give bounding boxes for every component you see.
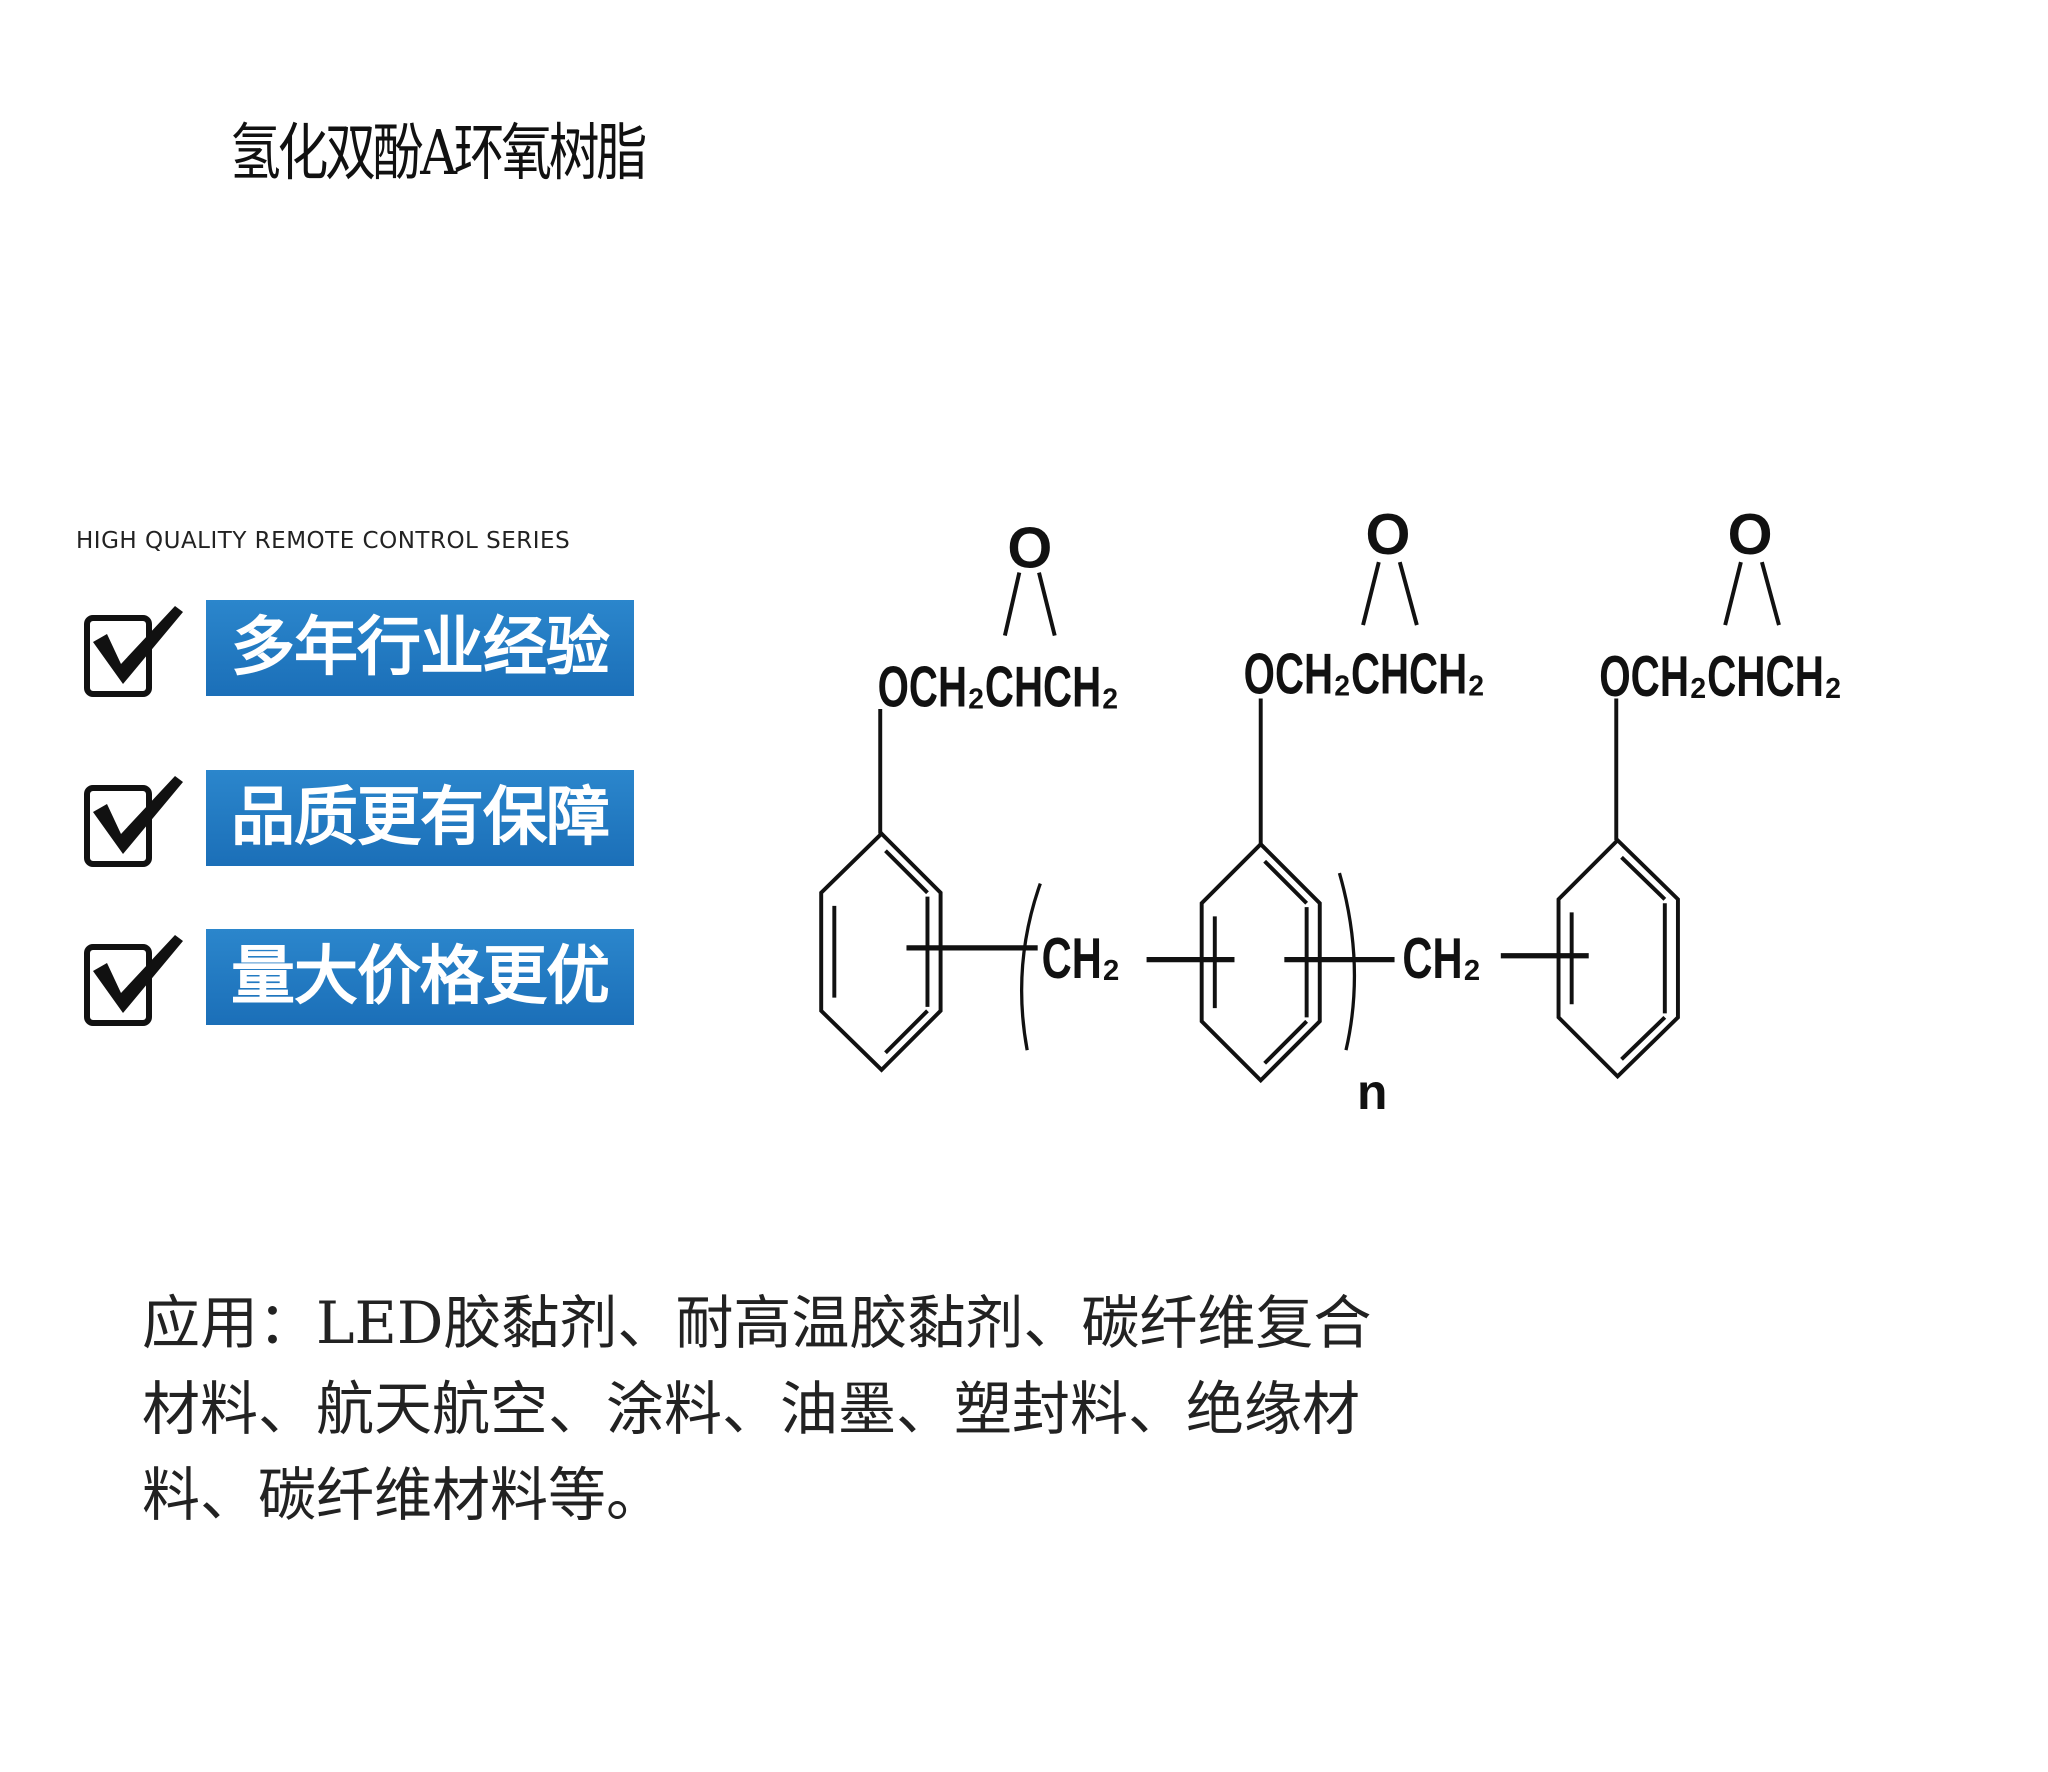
glycidyl-group: OCH₂CHCH₂ xyxy=(1244,642,1485,706)
product-title: 氢化双酚A环氧树脂 xyxy=(230,116,647,189)
methylene-group: CH₂ xyxy=(1042,927,1121,991)
application-line: 应用：LED胶黏剂、耐高温胶黏剂、碳纤维复合 xyxy=(142,1289,1372,1357)
benzene-ring xyxy=(1199,841,1322,1084)
oxygen-atom: O xyxy=(1728,503,1773,567)
checkbox-checked-icon xyxy=(84,776,183,867)
feature-banner: 多年行业经验 xyxy=(206,600,634,696)
feature-item: 量大价格更优 xyxy=(83,929,643,1029)
feature-banner: 品质更有保障 xyxy=(206,770,634,866)
feature-banner: 量大价格更优 xyxy=(206,929,634,1025)
checkbox-checked-icon xyxy=(84,935,183,1026)
glycidyl-group: OCH₂CHCH₂ xyxy=(1599,645,1842,709)
bonds xyxy=(878,561,1781,1051)
benzene-ring xyxy=(819,830,943,1073)
chemical-structure-diagram: O O O OCH₂CHCH₂ OCH₂CHCH₂ OCH₂CHCH₂ CH₂ … xyxy=(819,503,1842,1120)
application-line: 材料、航天航空、涂料、油墨、塑封料、绝缘材 xyxy=(142,1375,1361,1443)
checkbox-checked-icon xyxy=(84,606,183,697)
application-text: 应用：LED胶黏剂、耐高温胶黏剂、碳纤维复合 材料、航天航空、涂料、油墨、塑封料… xyxy=(142,1280,1602,1538)
series-label: HIGH QUALITY REMOTE CONTROL SERIES xyxy=(76,528,571,554)
oxygen-atom: O xyxy=(1007,516,1052,580)
application-line: 料、碳纤维材料等。 xyxy=(142,1461,665,1529)
feature-item: 多年行业经验 xyxy=(83,600,643,700)
methylene-group: CH₂ xyxy=(1402,927,1481,991)
oxygen-atom: O xyxy=(1366,503,1411,567)
feature-item: 品质更有保障 xyxy=(83,770,643,870)
benzene-ring xyxy=(1556,837,1680,1080)
glycidyl-group: OCH₂CHCH₂ xyxy=(878,655,1119,719)
repeat-unit-n: n xyxy=(1357,1064,1387,1120)
